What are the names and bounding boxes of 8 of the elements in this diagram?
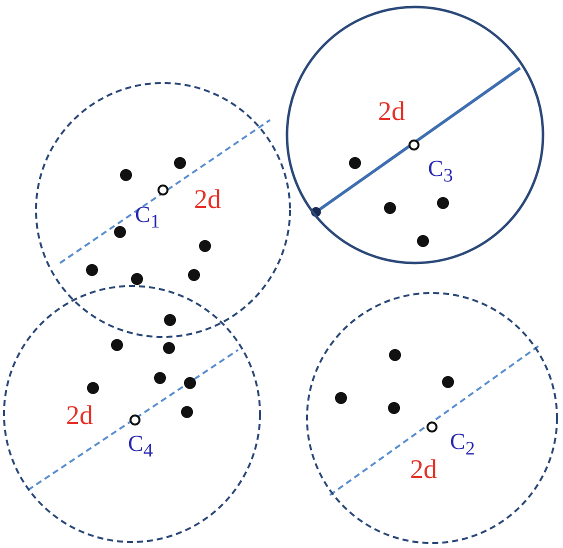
diameter-label: 2d bbox=[410, 456, 437, 483]
diameter-label: 2d bbox=[66, 402, 93, 429]
diameter-label: 2d bbox=[378, 98, 405, 125]
center-label: C$_{4}$ bbox=[128, 432, 153, 461]
center-label: C$_{2}$ bbox=[450, 430, 475, 459]
diameter-label: 2d bbox=[194, 186, 221, 213]
center-label: C$_{3}$ bbox=[428, 157, 453, 186]
center-label: C$_{1}$ bbox=[135, 203, 160, 232]
